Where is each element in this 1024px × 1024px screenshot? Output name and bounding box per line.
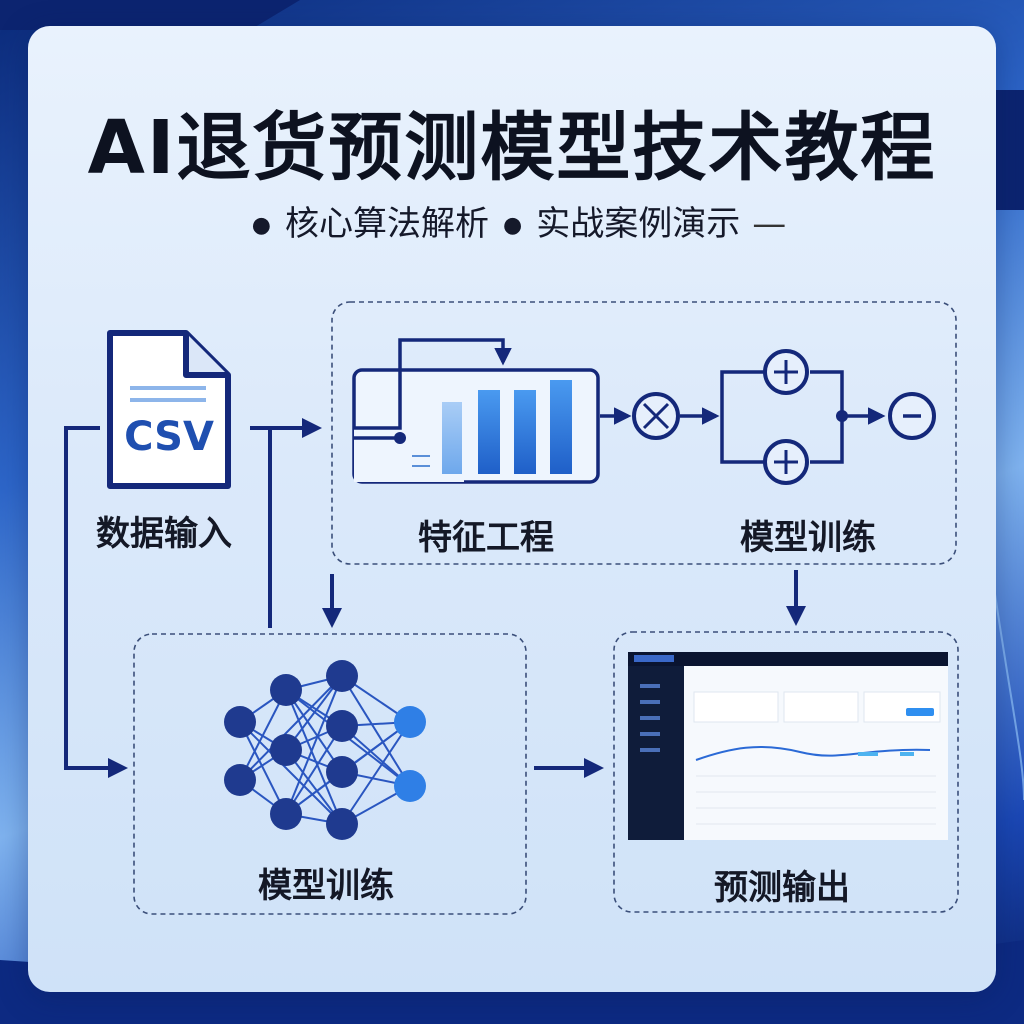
neural-network-icon — [239, 675, 411, 825]
network-edge — [285, 689, 343, 773]
network-edge — [239, 721, 287, 815]
subtitle: ● 核心算法解析 ● 实战案例演示 — — [0, 196, 1024, 245]
minus-circle-icon — [888, 392, 936, 440]
model-training-flow-icon — [600, 370, 886, 464]
label-feature-engineering: 特征工程 — [418, 518, 554, 558]
neural-network-nodes — [224, 660, 426, 840]
dash-decoration: — — [752, 204, 787, 244]
plus-circle-icon — [763, 349, 809, 395]
network-edge — [341, 675, 411, 787]
label-prediction-output: 预测输出 — [714, 868, 850, 908]
page-title: AI退货预测模型技术教程 — [87, 105, 937, 191]
network-edge — [285, 675, 343, 815]
junction-dot — [836, 410, 848, 422]
label-model-training-bottom: 模型训练 — [258, 866, 394, 906]
network-edge — [341, 721, 411, 825]
group-box-prediction-output — [613, 631, 959, 913]
group-box-model-training — [133, 633, 527, 915]
bullet-icon: ● — [503, 213, 523, 238]
csv-label: CSV — [124, 414, 214, 460]
csv-file-icon: CSV — [107, 330, 231, 489]
bar-chart-icon — [352, 338, 600, 484]
label-data-input: 数据输入 — [96, 514, 232, 554]
connector-data-input — [64, 418, 322, 778]
bullet-icon: ● — [251, 213, 271, 238]
multiply-circle-icon — [632, 392, 680, 440]
network-edge — [239, 675, 343, 781]
group-box-feature-training — [331, 301, 957, 565]
subtitle-item-case: 实战案例演示 — [536, 204, 741, 244]
network-edge — [239, 721, 343, 825]
network-edge — [285, 725, 343, 815]
plus-circle-icon — [763, 439, 809, 485]
dashboard-screenshot-icon — [628, 652, 948, 840]
network-edge — [239, 689, 287, 781]
network-edge — [285, 689, 343, 825]
label-model-training-top: 模型训练 — [740, 518, 876, 558]
subtitle-item-algorithm: 核心算法解析 — [285, 204, 489, 244]
